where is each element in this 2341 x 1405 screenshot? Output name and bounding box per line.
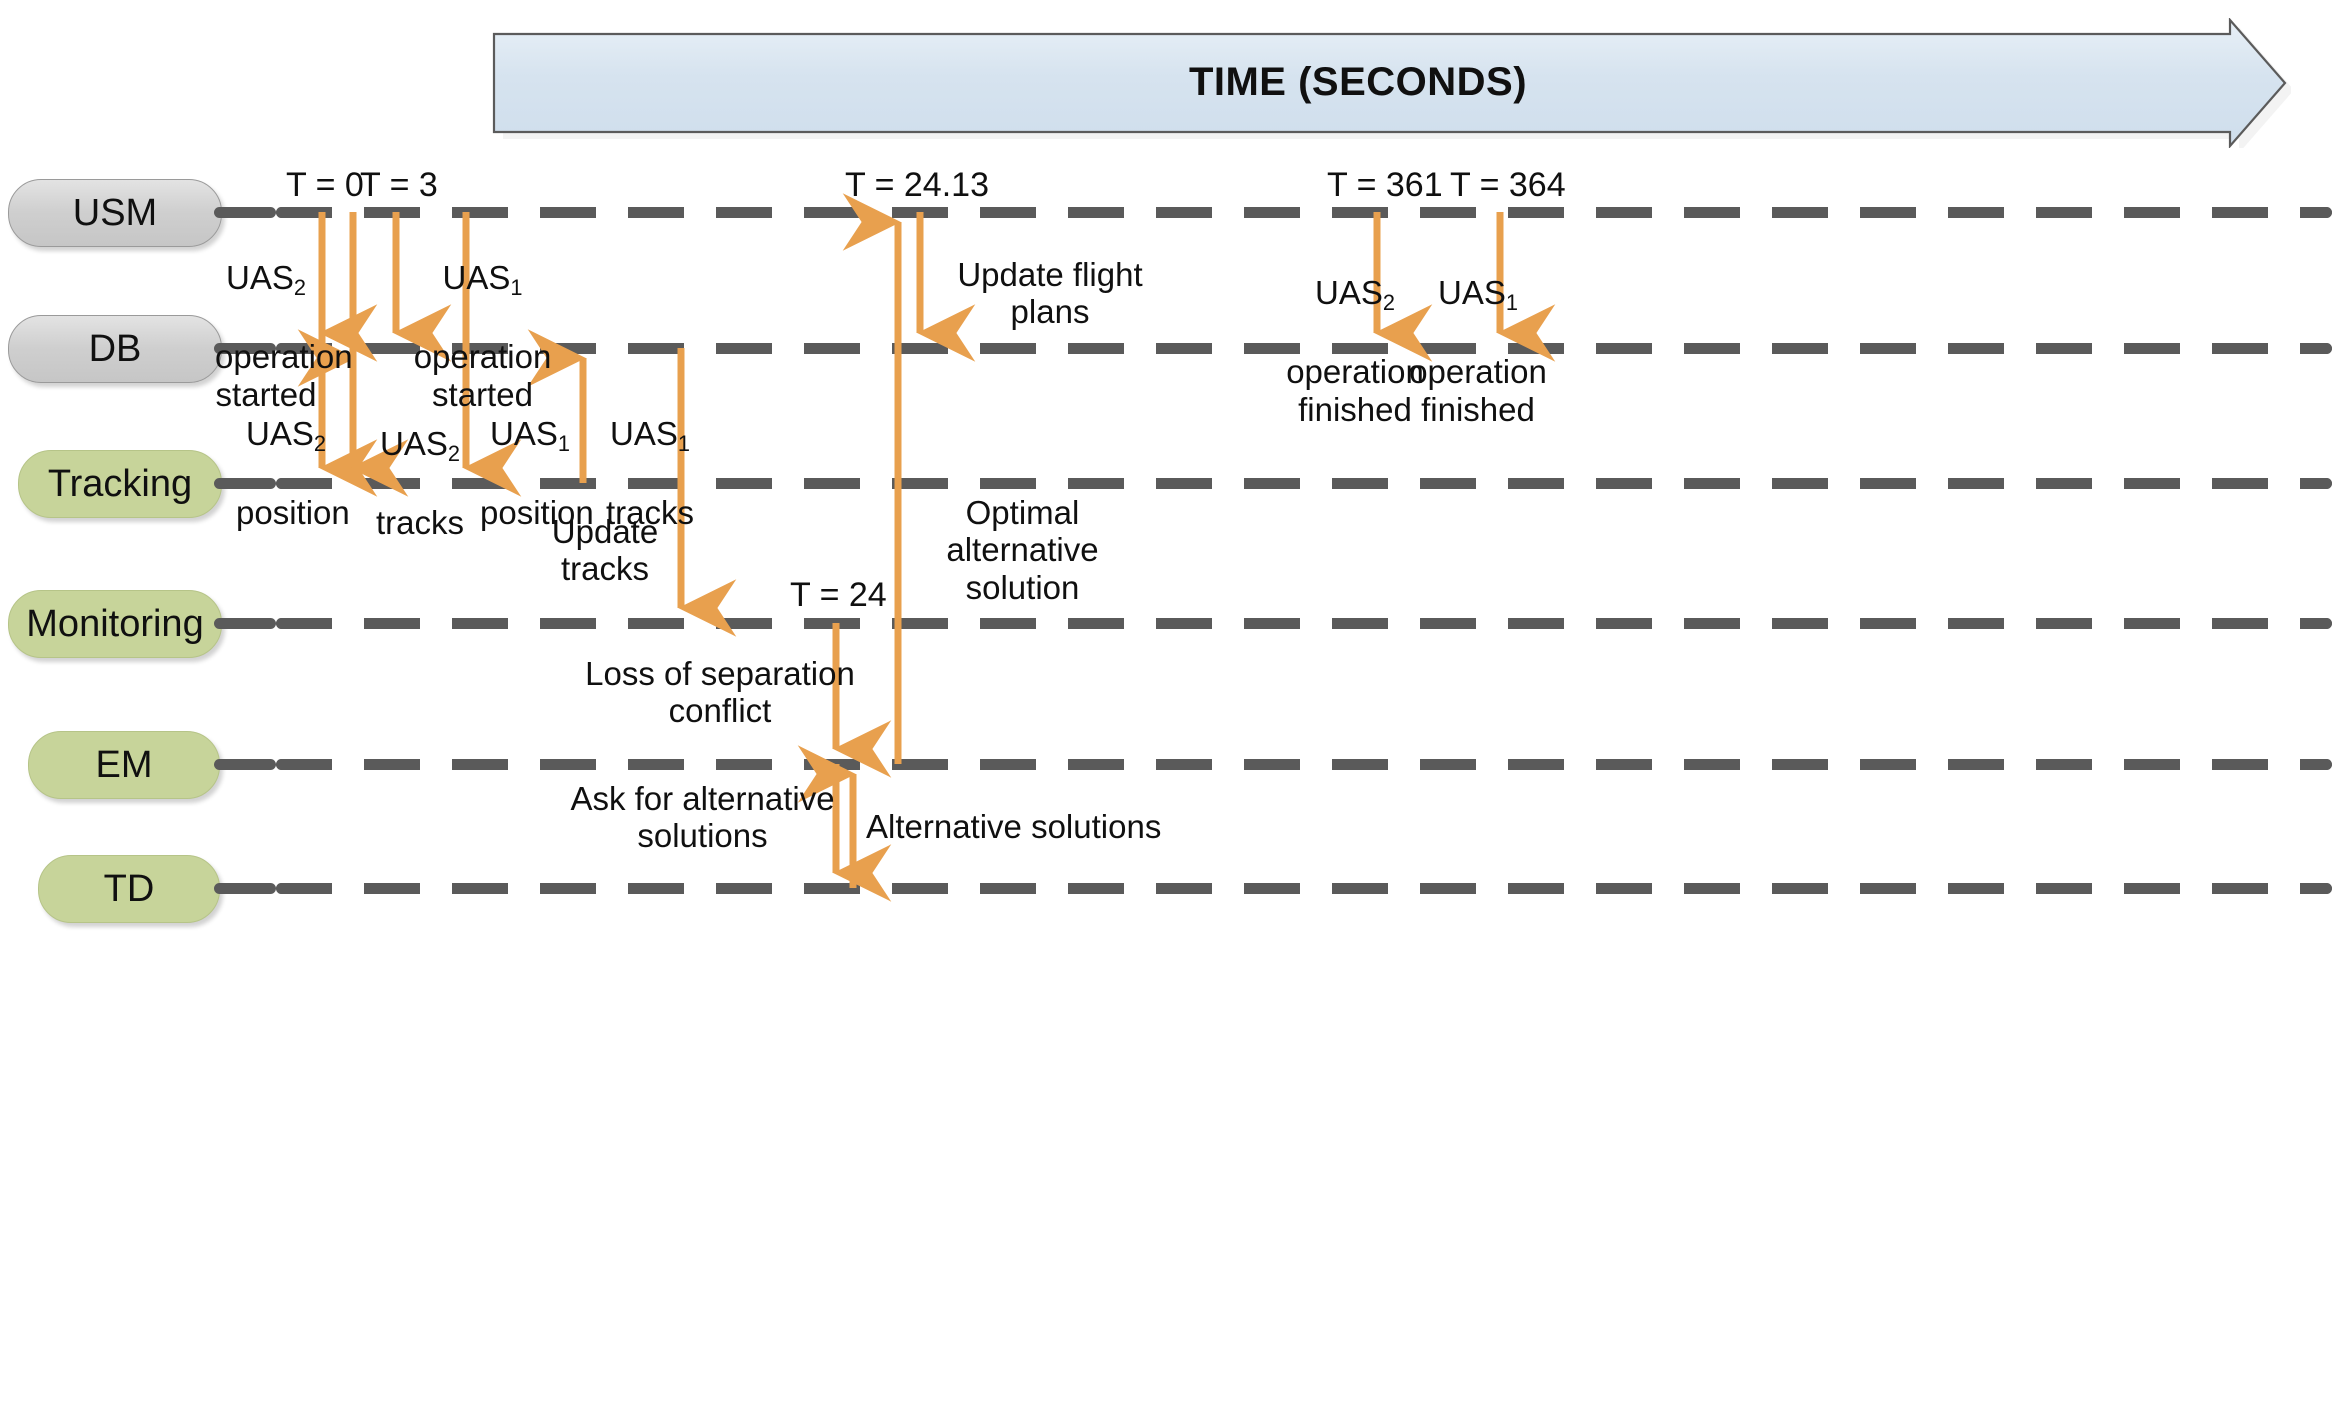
lifeline-tracking xyxy=(276,478,2332,489)
tracks-text: tracks xyxy=(375,504,464,542)
message-label-uas1-tracks: UAS1 tracks xyxy=(600,378,700,532)
uas-text: UAS xyxy=(380,425,448,463)
position-text: position xyxy=(236,494,350,532)
uas-text: UAS xyxy=(610,415,678,453)
uas-subscript: 2 xyxy=(313,431,326,457)
lifeline-em xyxy=(276,759,2332,770)
message-label-uas1-op-started: UAS1 operation started xyxy=(405,222,560,413)
tracks-text: tracks xyxy=(605,494,694,532)
uas-subscript: 1 xyxy=(677,431,690,457)
lane-pill-monitoring[interactable]: Monitoring xyxy=(8,590,222,658)
uas-subscript: 1 xyxy=(510,275,523,301)
lane-pill-em[interactable]: EM xyxy=(28,731,220,799)
uas-subscript: 1 xyxy=(1505,290,1518,316)
message-label-uas2-op-started: UAS2 operation started xyxy=(215,222,353,413)
lifeline-td xyxy=(276,883,2332,894)
message-label-ask-for-alternative: Ask for alternative solutions xyxy=(570,780,835,855)
uas-text: UAS xyxy=(442,259,511,297)
uas-subscript: 2 xyxy=(293,275,306,301)
time-axis-arrow xyxy=(478,18,2291,148)
lifeline-stub-tracking xyxy=(214,478,276,489)
message-label-uas2-tracks: UAS2 tracks xyxy=(370,388,470,542)
lifeline-stub-em xyxy=(214,759,276,770)
op-finished-text: operation finished xyxy=(1409,353,1547,428)
lifeline-monitoring xyxy=(276,618,2332,629)
time-marker-t24: T = 24 xyxy=(790,576,887,614)
message-label-alternative-solutions: Alternative solutions xyxy=(866,808,1162,845)
message-label-update-tracks: Update tracks xyxy=(551,513,659,588)
lifeline-stub-usm xyxy=(214,207,276,218)
op-started-text: operation started xyxy=(215,338,353,413)
time-marker-t0: T = 0 xyxy=(286,166,364,204)
message-label-uas2-op-finished: UAS2 operation finished xyxy=(1275,237,1435,428)
op-finished-text: operation finished xyxy=(1286,353,1424,428)
time-marker-t361: T = 361 xyxy=(1327,166,1443,204)
lane-pill-usm[interactable]: USM xyxy=(8,179,222,247)
uas-text: UAS xyxy=(1438,274,1506,312)
time-marker-t3: T = 3 xyxy=(360,166,438,204)
time-marker-t2413: T = 24.13 xyxy=(845,166,989,204)
uas-text: UAS xyxy=(246,415,314,453)
message-label-uas1-op-finished: UAS1 operation finished xyxy=(1398,237,1558,428)
lifeline-usm xyxy=(276,207,2332,218)
lifeline-stub-monitoring xyxy=(214,618,276,629)
lifeline-db xyxy=(276,343,2332,354)
message-label-update-flight-plans: Update flight plans xyxy=(957,256,1143,331)
uas-subscript: 2 xyxy=(1382,290,1395,316)
time-marker-t364: T = 364 xyxy=(1450,166,1566,204)
lane-pill-db[interactable]: DB xyxy=(8,315,222,383)
message-label-loss-of-separation: Loss of separation conflict xyxy=(585,655,855,730)
position-text: position xyxy=(480,494,594,532)
lane-pill-tracking[interactable]: Tracking xyxy=(18,450,222,518)
lifeline-stub-td xyxy=(214,883,276,894)
message-label-optimal-alternative: Optimal alternative solution xyxy=(946,494,1099,606)
op-started-text: operation started xyxy=(413,338,552,413)
lifeline-stub-db xyxy=(214,343,276,354)
lane-pill-td[interactable]: TD xyxy=(38,855,220,923)
message-label-uas1-position: UAS1 position xyxy=(480,378,594,532)
uas-text: UAS xyxy=(1315,274,1383,312)
uas-subscript: 1 xyxy=(557,431,570,457)
uas-subscript: 2 xyxy=(447,441,460,467)
message-label-uas2-position: UAS2 position xyxy=(236,378,350,532)
uas-text: UAS xyxy=(226,259,294,297)
uas-text: UAS xyxy=(490,415,558,453)
